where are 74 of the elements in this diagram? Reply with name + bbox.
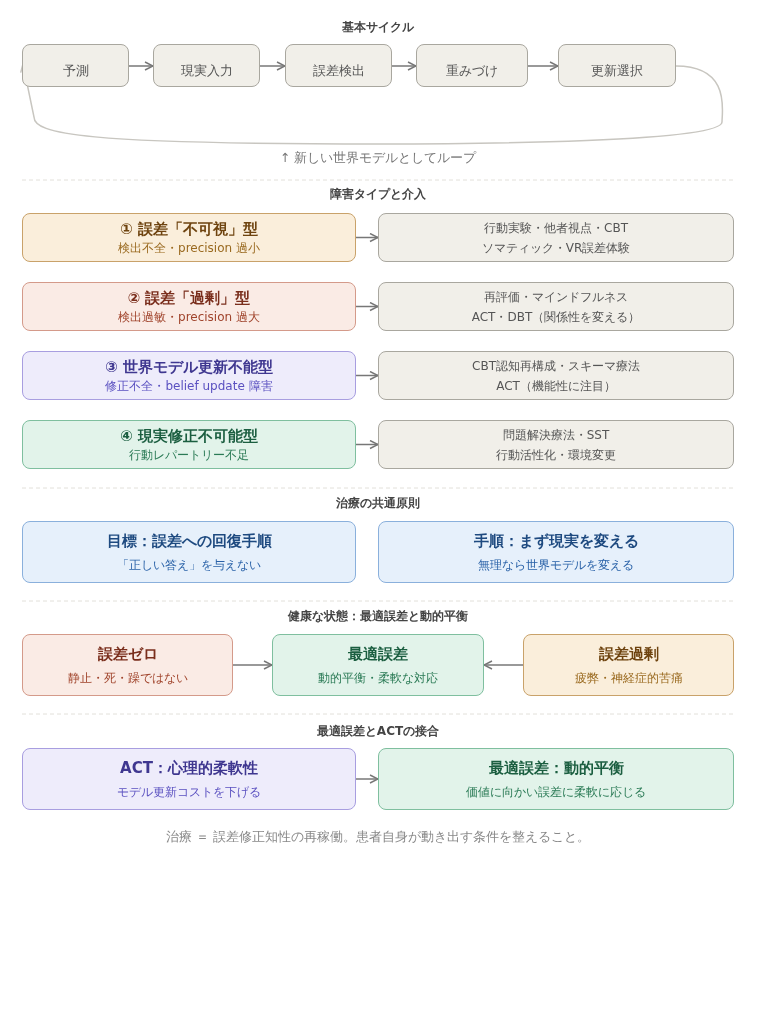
arrow bbox=[355, 232, 379, 243]
type-box bbox=[22, 282, 356, 331]
box-subtext: 行動レパートリー不足 bbox=[129, 446, 249, 464]
arrow bbox=[483, 660, 524, 670]
principle-box bbox=[22, 748, 356, 810]
arrow bbox=[527, 61, 559, 71]
intervention-text: 再評価・マインドフルネス bbox=[484, 288, 628, 306]
section-heading: 最適誤差とACTの接合 bbox=[316, 723, 440, 740]
step-label: 予測 bbox=[62, 62, 89, 80]
principle-box bbox=[523, 634, 734, 696]
box-subtext: 価値に向かい誤差に柔軟に応じる bbox=[466, 784, 646, 801]
principle-box bbox=[378, 748, 734, 810]
box-subtext: 無理なら世界モデルを変える bbox=[478, 557, 634, 574]
caption: 治療 ＝ 誤差修正知性の再稼働。患者自身が動き出す条件を整えること。 bbox=[165, 828, 591, 846]
intervention-text: 行動活性化・環境変更 bbox=[496, 446, 616, 464]
intervention-text: CBT認知再構成・スキーマ療法 bbox=[472, 357, 640, 375]
arrow bbox=[355, 301, 379, 312]
box-subtext: 動的平衡・柔軟な対応 bbox=[318, 670, 438, 687]
intervention-text: 行動実験・他者視点・CBT bbox=[484, 219, 628, 237]
principle-box bbox=[378, 521, 734, 583]
arrow bbox=[355, 774, 379, 784]
intervention-box bbox=[378, 351, 734, 400]
arrow bbox=[259, 61, 286, 71]
box-heading: 誤差過剰 bbox=[598, 644, 659, 665]
type-box bbox=[22, 351, 356, 400]
box-heading: 最適誤差：動的平衡 bbox=[488, 758, 624, 779]
box-heading: 誤差ゼロ bbox=[97, 644, 158, 665]
process-box bbox=[558, 44, 676, 87]
box-heading: ② 誤差「過剰」型 bbox=[127, 287, 251, 308]
box-heading: ④ 現実修正不可能型 bbox=[120, 425, 258, 446]
intervention-text: ACT・DBT（関係性を変える） bbox=[471, 308, 641, 326]
arrow bbox=[355, 439, 379, 450]
arrow bbox=[19, 63, 724, 145]
step-label: 誤差検出 bbox=[312, 62, 365, 80]
process-box bbox=[153, 44, 260, 87]
arrow bbox=[128, 61, 154, 71]
section-heading: 健康な状態：最適誤差と動的平衡 bbox=[288, 608, 468, 625]
step-label: 重みづけ bbox=[446, 62, 498, 80]
intervention-text: 問題解決療法・SST bbox=[502, 426, 610, 444]
loop-note: ↑ 新しい世界モデルとしてループ bbox=[279, 150, 477, 167]
principle-box bbox=[22, 634, 233, 696]
process-box bbox=[416, 44, 528, 87]
box-heading: 目標：誤差への回復手順 bbox=[106, 531, 272, 552]
box-heading: ③ 世界モデル更新不能型 bbox=[105, 356, 273, 377]
type-box bbox=[22, 213, 356, 262]
arrow bbox=[391, 61, 417, 71]
box-subtext: 「正しい答え」を与えない bbox=[117, 557, 261, 574]
box-subtext: モデル更新コストを下げる bbox=[117, 784, 261, 801]
type-box bbox=[22, 420, 356, 469]
box-subtext: 静止・死・躁ではない bbox=[67, 670, 188, 687]
intervention-box bbox=[378, 213, 734, 262]
section-heading: 治療の共通原則 bbox=[336, 495, 420, 512]
step-label: 現実入力 bbox=[180, 62, 233, 80]
arrow bbox=[232, 660, 273, 670]
box-subtext: 検出不全・precision 過小 bbox=[118, 239, 260, 257]
process-box bbox=[285, 44, 392, 87]
intervention-text: ソマティック・VR誤差体験 bbox=[481, 239, 631, 257]
principle-box bbox=[22, 521, 356, 583]
arrow bbox=[355, 370, 379, 381]
process-box bbox=[22, 44, 129, 87]
box-heading: ① 誤差「不可視」型 bbox=[120, 218, 258, 239]
section-heading: 障害タイプと介入 bbox=[330, 186, 426, 203]
step-label: 更新選択 bbox=[591, 62, 643, 80]
box-subtext: 検出過敏・precision 過大 bbox=[118, 308, 260, 326]
intervention-box bbox=[378, 282, 734, 331]
box-subtext: 疲弊・神経症的苦痛 bbox=[574, 670, 683, 687]
section-heading: 基本サイクル bbox=[342, 19, 414, 36]
intervention-box bbox=[378, 420, 734, 469]
box-heading: 最適誤差 bbox=[348, 644, 408, 665]
box-subtext: 修正不全・belief update 障害 bbox=[105, 377, 273, 395]
box-heading: 手順：まず現実を変える bbox=[473, 531, 639, 552]
principle-box bbox=[272, 634, 484, 696]
intervention-text: ACT（機能性に注目） bbox=[496, 377, 616, 395]
box-heading: ACT：心理的柔軟性 bbox=[120, 758, 258, 779]
